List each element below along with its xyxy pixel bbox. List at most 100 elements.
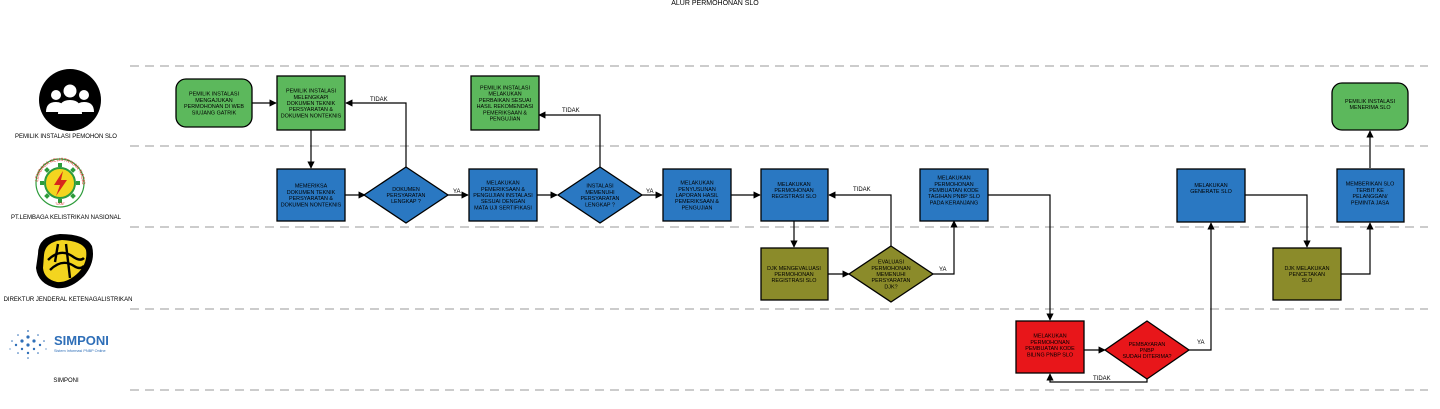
- node-label-line: DOKUMEN NONTEKNIS: [281, 113, 342, 119]
- node-label-line: HASIL REKOMENDASI: [477, 104, 534, 110]
- decision-shape: [362, 166, 450, 224]
- node-label-line: DJK MELAKUKAN: [1285, 266, 1330, 272]
- node-label-line: SLO: [1302, 278, 1313, 284]
- node-label-line: PENGUJIAN: [490, 117, 521, 123]
- node-label-line: PEMBUATAN KODE: [929, 188, 979, 194]
- process-shape: [1176, 168, 1246, 223]
- edge-label-ya: YA: [1197, 340, 1205, 346]
- lane-label-djk: DIREKTUR JENDERAL KETENAGALISTRIKAN: [4, 297, 133, 303]
- node-label-line: DOKUMEN TEKNIK: [287, 101, 336, 107]
- node-label-line: DJK MENGEVALUASI: [767, 266, 821, 272]
- connector: [1189, 222, 1215, 351]
- edge-label-tidak: TIDAK: [1093, 376, 1111, 382]
- node-label-line: DOKUMEN NONTEKNIS: [281, 202, 342, 208]
- node-label-line: PERMOHONAN: [774, 272, 813, 278]
- node-label-line: PEMERIKSAAN &: [481, 187, 525, 193]
- node-label-line: LENGKAP ?: [391, 199, 421, 205]
- node-label-line: PERMOHONAN: [871, 266, 910, 272]
- node-label-line: SIUJANG GATRIK: [192, 110, 237, 116]
- process-shape: [760, 168, 829, 222]
- node-label-line: PEMBAYARAN: [1129, 342, 1166, 348]
- node-label-line: PNBP: [1140, 348, 1155, 354]
- lkn-logo-sub: "LKN": [55, 202, 65, 206]
- node-label-line: MEMENUHI: [585, 190, 614, 196]
- decision-shape: [1103, 320, 1191, 380]
- connector: [1341, 222, 1374, 275]
- node-label-line: PERMOHONAN DI WEB: [184, 104, 244, 110]
- node-label-line: PERMOHONAN: [774, 188, 813, 194]
- node-label-line: PERBAIKAN SESUAI: [479, 98, 531, 104]
- node-label-line: DJK?: [884, 284, 897, 290]
- decision-shape: [556, 166, 644, 224]
- node-label-line: MENGAJUKAN: [195, 98, 233, 104]
- simponi-logo-text: SIMPONI: [54, 333, 109, 348]
- node-label-line: PENYUSUNAN: [678, 187, 716, 193]
- node-label-line: MELAKUKAN: [1033, 334, 1066, 340]
- node-label-line: PENGUJIAN: [682, 205, 713, 211]
- lane-label-lembaga: PT.LEMBAGA KELISTRIKAN NASIONAL: [11, 215, 122, 221]
- node-label-line: MEMERIKSA: [295, 184, 328, 190]
- process-shape: [1015, 320, 1085, 374]
- edge-label-ya: YA: [453, 189, 461, 195]
- node-label-line: MELAKUKAN: [777, 182, 810, 188]
- edge-label-tidak: TIDAK: [562, 108, 580, 114]
- node-label-line: LAPORAN HASIL: [676, 193, 719, 199]
- process-shape: [919, 168, 989, 222]
- node-label-line: PENCETAKAN: [1289, 272, 1325, 278]
- node-label-line: MENERIMA SLO: [1349, 105, 1390, 111]
- node-label-line: PEMILIK INSTALASI: [286, 89, 336, 95]
- node-label-line: PENGUJIAN INSTALASI: [473, 193, 533, 199]
- node-label-line: GENERATE SLO: [1190, 189, 1232, 195]
- node-label-line: PEMERIKSAAN &: [483, 110, 527, 116]
- node-label-line: DOKUMEN: [392, 187, 420, 193]
- node-label-line: PEMINTA JASA: [1351, 200, 1390, 206]
- djk-emblem-icon: [36, 234, 93, 289]
- node-label-line: MATA UJI SERTIFIKASI: [474, 205, 532, 211]
- node-label-line: PEMBUATAN KODE: [1025, 346, 1075, 352]
- node-label-line: PERSYARATAN: [581, 196, 620, 202]
- node-label-line: TERBIT KE: [1356, 188, 1384, 194]
- process-shape: [468, 168, 538, 222]
- node-label-line: MELAKUKAN: [937, 176, 970, 182]
- node-label-line: MELENGKAPI: [293, 95, 328, 101]
- node-label-line: TAGIHAN PNBP SLO: [928, 194, 980, 200]
- node-label-line: SESUAI DENGAN: [481, 199, 525, 205]
- node-label-line: PERSYARATAN &: [289, 107, 333, 113]
- process-shape: [276, 75, 346, 131]
- terminal-shape: [1331, 82, 1409, 131]
- diagram-title: ALUR PERMOHONAN SLO: [671, 0, 759, 7]
- lane-label-simponi: SIMPONI: [53, 378, 79, 384]
- people-group-icon: [39, 69, 101, 131]
- node-label-line: REGISTRASI SLO: [772, 278, 817, 284]
- connector: [538, 111, 601, 167]
- node-label-line: MELAKUKAN: [680, 181, 713, 187]
- node-label-line: PERMOHONAN: [1030, 340, 1069, 346]
